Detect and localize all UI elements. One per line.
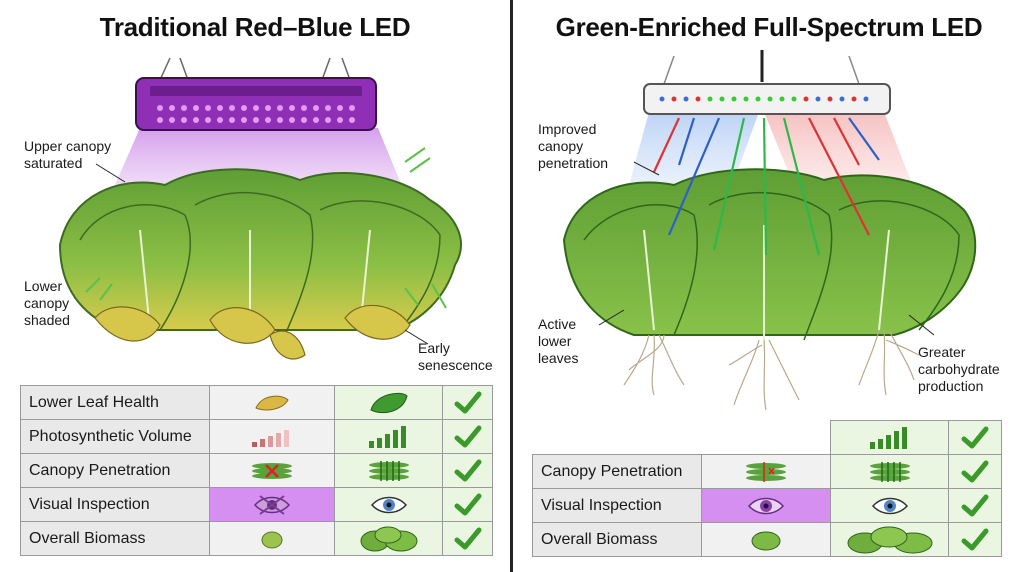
large-lettuce-icon [333,521,444,556]
right-lettuce-canopy [562,168,977,341]
table-row: Photosynthetic Volume [19,419,493,454]
crossed-eye-icon [209,487,335,522]
reflected-green-arrows [85,147,447,309]
table-row: Overall Biomass [532,522,1002,557]
metric-label: Visual Inspection [532,488,702,523]
right-comparison-table: Canopy Penetration Visual Inspection [532,420,1002,557]
right-title: Green-Enriched Full-Spectrum LED [555,12,983,42]
metric-label: Photosynthetic Volume [19,419,211,454]
penetrating-light-rays [653,117,880,256]
rising-bars-icon [333,419,444,454]
penetrating-layers-icon [829,454,950,489]
blocked-layers-icon [209,453,335,488]
metric-label: Overall Biomass [19,521,211,556]
left-title: Traditional Red–Blue LED [99,12,411,42]
table-row [533,420,1002,455]
check-icon [948,488,1002,523]
green-leaf-icon [333,385,444,420]
table-row: Canopy Penetration [19,453,493,488]
blank-cell [701,421,830,455]
eye-icon [333,487,444,522]
metric-label: Visual Inspection [19,487,211,522]
check-icon [948,522,1002,557]
table-row: Canopy Penetration [532,454,1002,489]
table-row: Visual Inspection [532,488,1002,523]
check-icon [442,453,493,488]
table-row: Lower Leaf Health [19,385,493,420]
check-icon [442,419,493,454]
metric-label [533,421,702,455]
panel-divider [510,0,513,572]
roots [623,329,920,411]
eye-icon [829,488,950,523]
purple-eye-icon [700,488,831,523]
blocked-layers-icon [700,454,831,489]
check-icon [948,420,1002,455]
check-icon [442,521,493,556]
table-row: Overall Biomass [19,521,493,556]
check-icon [442,385,493,420]
yellow-leaf-icon [209,385,335,420]
metric-label: Canopy Penetration [532,454,702,489]
check-icon [442,487,493,522]
left-comparison-table: Lower Leaf Health Photosynthetic Volume [19,385,493,556]
left-illustration [58,57,462,360]
penetrating-layers-icon [333,453,444,488]
large-lettuce-icon [829,522,950,557]
right-illustration [562,50,977,411]
metric-label: Lower Leaf Health [19,385,211,420]
purple-led-fixture [135,77,377,131]
check-icon [948,454,1002,489]
rising-bars-icon [829,420,950,455]
table-row: Visual Inspection [19,487,493,522]
metric-label: Overall Biomass [532,522,702,557]
left-panel: Traditional Red–Blue LED [0,0,510,572]
small-lettuce-icon [700,522,831,557]
right-panel: Green-Enriched Full-Spectrum LED [514,0,1024,572]
white-led-fixture [643,83,891,115]
metric-label: Canopy Penetration [19,453,211,488]
declining-bars-icon [209,419,335,454]
small-lettuce-icon [209,521,335,556]
left-lettuce-canopy [58,168,462,360]
